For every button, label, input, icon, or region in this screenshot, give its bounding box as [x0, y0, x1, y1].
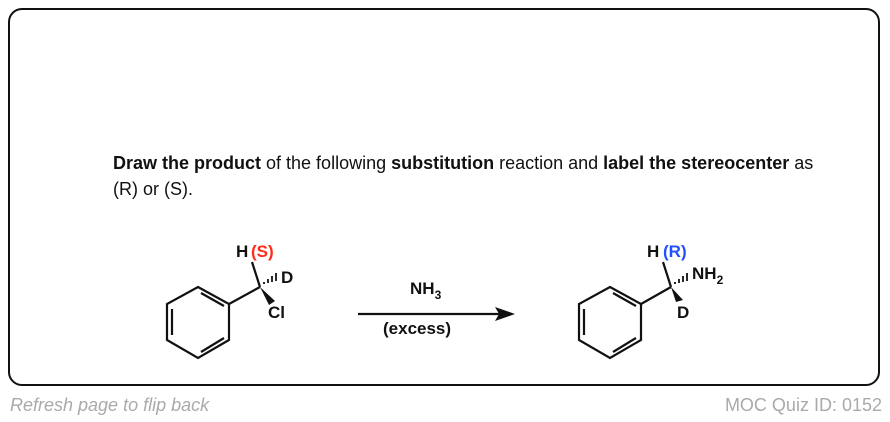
- h-label: H: [236, 242, 248, 261]
- benzene-ring: [165, 285, 231, 360]
- wedge-bond-cl: [260, 287, 275, 305]
- nh2-label: NH2: [692, 264, 724, 287]
- q-part: substitution: [391, 153, 495, 173]
- q-part: Draw the product: [113, 153, 262, 173]
- q-part: label the stereocenter: [603, 153, 790, 173]
- product-molecule: [577, 261, 688, 360]
- q-part: as (R) or (S).: [113, 153, 814, 199]
- question-text: Draw the product of the following substi…: [113, 150, 833, 202]
- r-config-label: (R): [663, 242, 687, 261]
- quiz-card: [8, 8, 880, 386]
- hashed-bond-d: [263, 273, 277, 284]
- h-label: H: [647, 242, 659, 261]
- reagent-label: NH3: [410, 279, 442, 302]
- d-label: D: [677, 303, 689, 322]
- q-part: reaction and: [494, 153, 604, 173]
- q-part: of the following: [261, 153, 392, 173]
- wedge-bond-d: [671, 287, 683, 302]
- quiz-id: MOC Quiz ID: 0152: [724, 395, 882, 415]
- arrowhead-icon: [495, 307, 515, 321]
- reactant-molecule: [165, 261, 277, 360]
- cl-label: Cl: [268, 303, 285, 322]
- d-label: D: [281, 268, 293, 287]
- condition-label: (excess): [383, 319, 451, 338]
- refresh-hint: Refresh page to flip back: [10, 395, 210, 415]
- hashed-bond-nh2: [674, 273, 688, 284]
- benzene-ring: [577, 285, 643, 360]
- s-config-label: (S): [251, 242, 274, 261]
